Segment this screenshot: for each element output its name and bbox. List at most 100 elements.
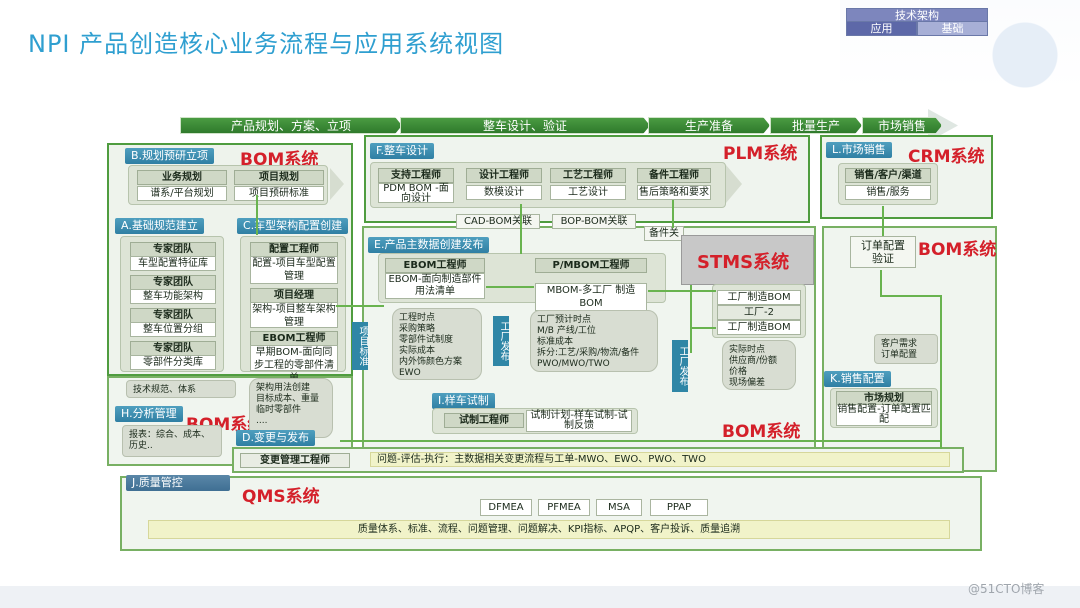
- connector-order: [882, 206, 884, 236]
- qms-pill-msa: MSA: [596, 499, 642, 516]
- connector-e-mbom: [486, 286, 534, 288]
- h-reports: 报表：综合、成本、历史..: [122, 425, 222, 457]
- a-value-3: 整车位置分组: [130, 322, 216, 337]
- cust-item-1: 客户需求: [881, 339, 918, 349]
- connector-c-up: [256, 195, 258, 235]
- section-tag-j: J.质量管控: [126, 475, 230, 491]
- k-value-match: 销售配置-订单配置匹配: [836, 404, 932, 426]
- factory-item-1: 实际时点: [729, 345, 766, 355]
- section-tag-c: C.车型架构配置创建: [237, 218, 349, 234]
- e-item-4: 实际成本: [399, 346, 436, 356]
- arch-note-1: 架构用法创建: [256, 383, 311, 393]
- connector-mbom-factory: [648, 290, 716, 292]
- f-role-support: 支持工程师: [378, 168, 454, 183]
- e-value-ebom: EBOM-面向制造部件用法清单: [385, 273, 485, 299]
- arch-note-2: 目标成本、重量: [256, 394, 320, 404]
- phase-mass-production: 批量生产: [770, 117, 862, 134]
- section-tag-d: D.变更与发布: [236, 430, 315, 446]
- section-tag-e: E.产品主数据创建发布: [368, 237, 490, 253]
- arch-notes: 架构用法创建 目标成本、重量 临时零部件 ....: [249, 378, 333, 438]
- qms-pill-pfmea: PFMEA: [538, 499, 590, 516]
- customer-list: 客户需求 订单配置: [874, 334, 938, 364]
- connector-f-down: [520, 204, 522, 254]
- bop-bom-link: BOP-BOM关联: [552, 214, 636, 229]
- l-value-service: 销售/服务: [845, 185, 931, 200]
- b-value-platform: 谱系/平台规划: [137, 186, 227, 201]
- vtag-fab-release: 工厂发布: [493, 316, 509, 366]
- a-group-4: 专家团队: [130, 341, 216, 356]
- d-role-change: 变更管理工程师: [240, 453, 350, 468]
- section-tag-a: A.基础规范建立: [115, 218, 204, 234]
- factory-bom-2: 工厂制造BOM: [717, 320, 801, 335]
- phase-production-prep: 生产准备: [648, 117, 770, 134]
- section-tag-b: B.规划预研立项: [125, 148, 215, 164]
- f-role-process: 工艺工程师: [550, 168, 626, 183]
- f-value-process: 工艺设计: [550, 185, 626, 200]
- f-value-model: 数模设计: [466, 185, 542, 200]
- c-value-arch: 架构-项目整车架构管理: [250, 302, 338, 328]
- d-value-workflow: 问题-评估-执行：主数据相关变更流程与工单-MWO、EWO、PWO、TWO: [370, 452, 950, 467]
- e-fac-item-4: 拆分:工艺/采购/物流/备件: [537, 348, 640, 358]
- legend-base: 基础: [917, 21, 988, 36]
- system-label-crm: CRM系统: [908, 147, 985, 167]
- cad-bom-link: CAD-BOM关联: [456, 214, 540, 229]
- f-role-design: 设计工程师: [466, 168, 542, 183]
- connector-order-down: [880, 270, 882, 296]
- b-value-standard: 项目预研标准: [234, 186, 324, 201]
- a-group-2: 专家团队: [130, 275, 216, 290]
- c-role-ebom: EBOM工程师: [250, 331, 338, 346]
- section-tag-l: L.市场销售: [826, 142, 892, 158]
- connector-c-e: [336, 305, 384, 307]
- section-tag-i: I.样车试制: [432, 393, 495, 409]
- section-tag-h: H.分析管理: [115, 406, 183, 422]
- factory-item-3: 价格: [729, 367, 748, 377]
- connector-right-down: [940, 295, 942, 449]
- connector-factory-2: [690, 327, 716, 329]
- qms-pill-dfmea: DFMEA: [480, 499, 532, 516]
- arch-note-3: 临时零部件: [256, 405, 302, 415]
- c-role-pm: 项目经理: [250, 288, 338, 303]
- vtag-fab-release-2: 工厂发布: [672, 340, 688, 392]
- system-label-qms: QMS系统: [242, 487, 320, 507]
- f-value-aftersales: 售后策略和要求: [637, 185, 711, 200]
- a-value-2: 整车功能架构: [130, 289, 216, 304]
- system-label-bom-right: BOM系统: [918, 240, 997, 260]
- phase-design: 整车设计、验证: [400, 117, 650, 134]
- section-tag-f: F.整车设计: [370, 143, 435, 159]
- qms-pill-ppap: PPAP: [650, 499, 708, 516]
- e-value-mbom: MBOM-多工厂 制造BOM: [535, 283, 647, 311]
- qms-bar: 质量体系、标准、流程、问题管理、问题解决、KPI指标、APQP、客户投诉、质量追…: [148, 520, 950, 539]
- connector-bottom: [340, 440, 940, 442]
- phase-market-sales: 市场销售: [862, 117, 942, 134]
- footer-band: [0, 586, 1080, 608]
- parts-link: 备件关: [644, 226, 684, 241]
- a-value-4: 零部件分类库: [130, 355, 216, 370]
- arch-note-4: ....: [256, 416, 268, 426]
- factory-list: 实际时点 供应商/份额 价格 现场偏差: [722, 340, 796, 390]
- connector-order-right: [880, 295, 940, 297]
- e-fac-item-3: 标准成本: [537, 337, 574, 347]
- e-item-2: 采购策略: [399, 324, 436, 334]
- section-tag-k: K.销售配置: [824, 371, 891, 387]
- c-value-early-bom: 早期BOM-面向同步工程的零部件清单: [250, 345, 338, 384]
- a-group-3: 专家团队: [130, 308, 216, 323]
- f-value-pdm: PDM BOM -面向设计: [378, 183, 454, 204]
- e-fac-item-2: M/B 产线/工位: [537, 326, 596, 336]
- e-list-engineering: 工程时点 采购策略 零部件试制度 实际成本 内外饰颜色方案 EWO: [392, 308, 482, 380]
- phase-planning: 产品规划、方案、立项: [180, 117, 402, 134]
- factory-bom-1: 工厂制造BOM: [717, 290, 801, 305]
- legend-app: 应用: [846, 21, 917, 36]
- connector-stms-down: [690, 285, 692, 353]
- system-label-stms: STMS系统: [697, 252, 790, 273]
- page-title: NPI 产品创造核心业务流程与应用系统视图: [28, 30, 505, 58]
- l-role-sales: 销售/客户/渠道: [845, 168, 931, 183]
- c-value-config: 配置-项目车型配置管理: [250, 256, 338, 284]
- watermark: @51CTO博客: [968, 582, 1045, 596]
- factory-item-4: 现场偏差: [729, 378, 766, 388]
- i-value-trial: 试制计划-样车试制-试制反馈: [526, 410, 632, 432]
- e-item-1: 工程时点: [399, 313, 436, 323]
- e-item-6: EWO: [399, 368, 421, 378]
- f-role-parts: 备件工程师: [637, 168, 711, 183]
- order-config-verify: 订单配置验证: [850, 236, 916, 268]
- factory-2: 工厂-2: [717, 305, 801, 320]
